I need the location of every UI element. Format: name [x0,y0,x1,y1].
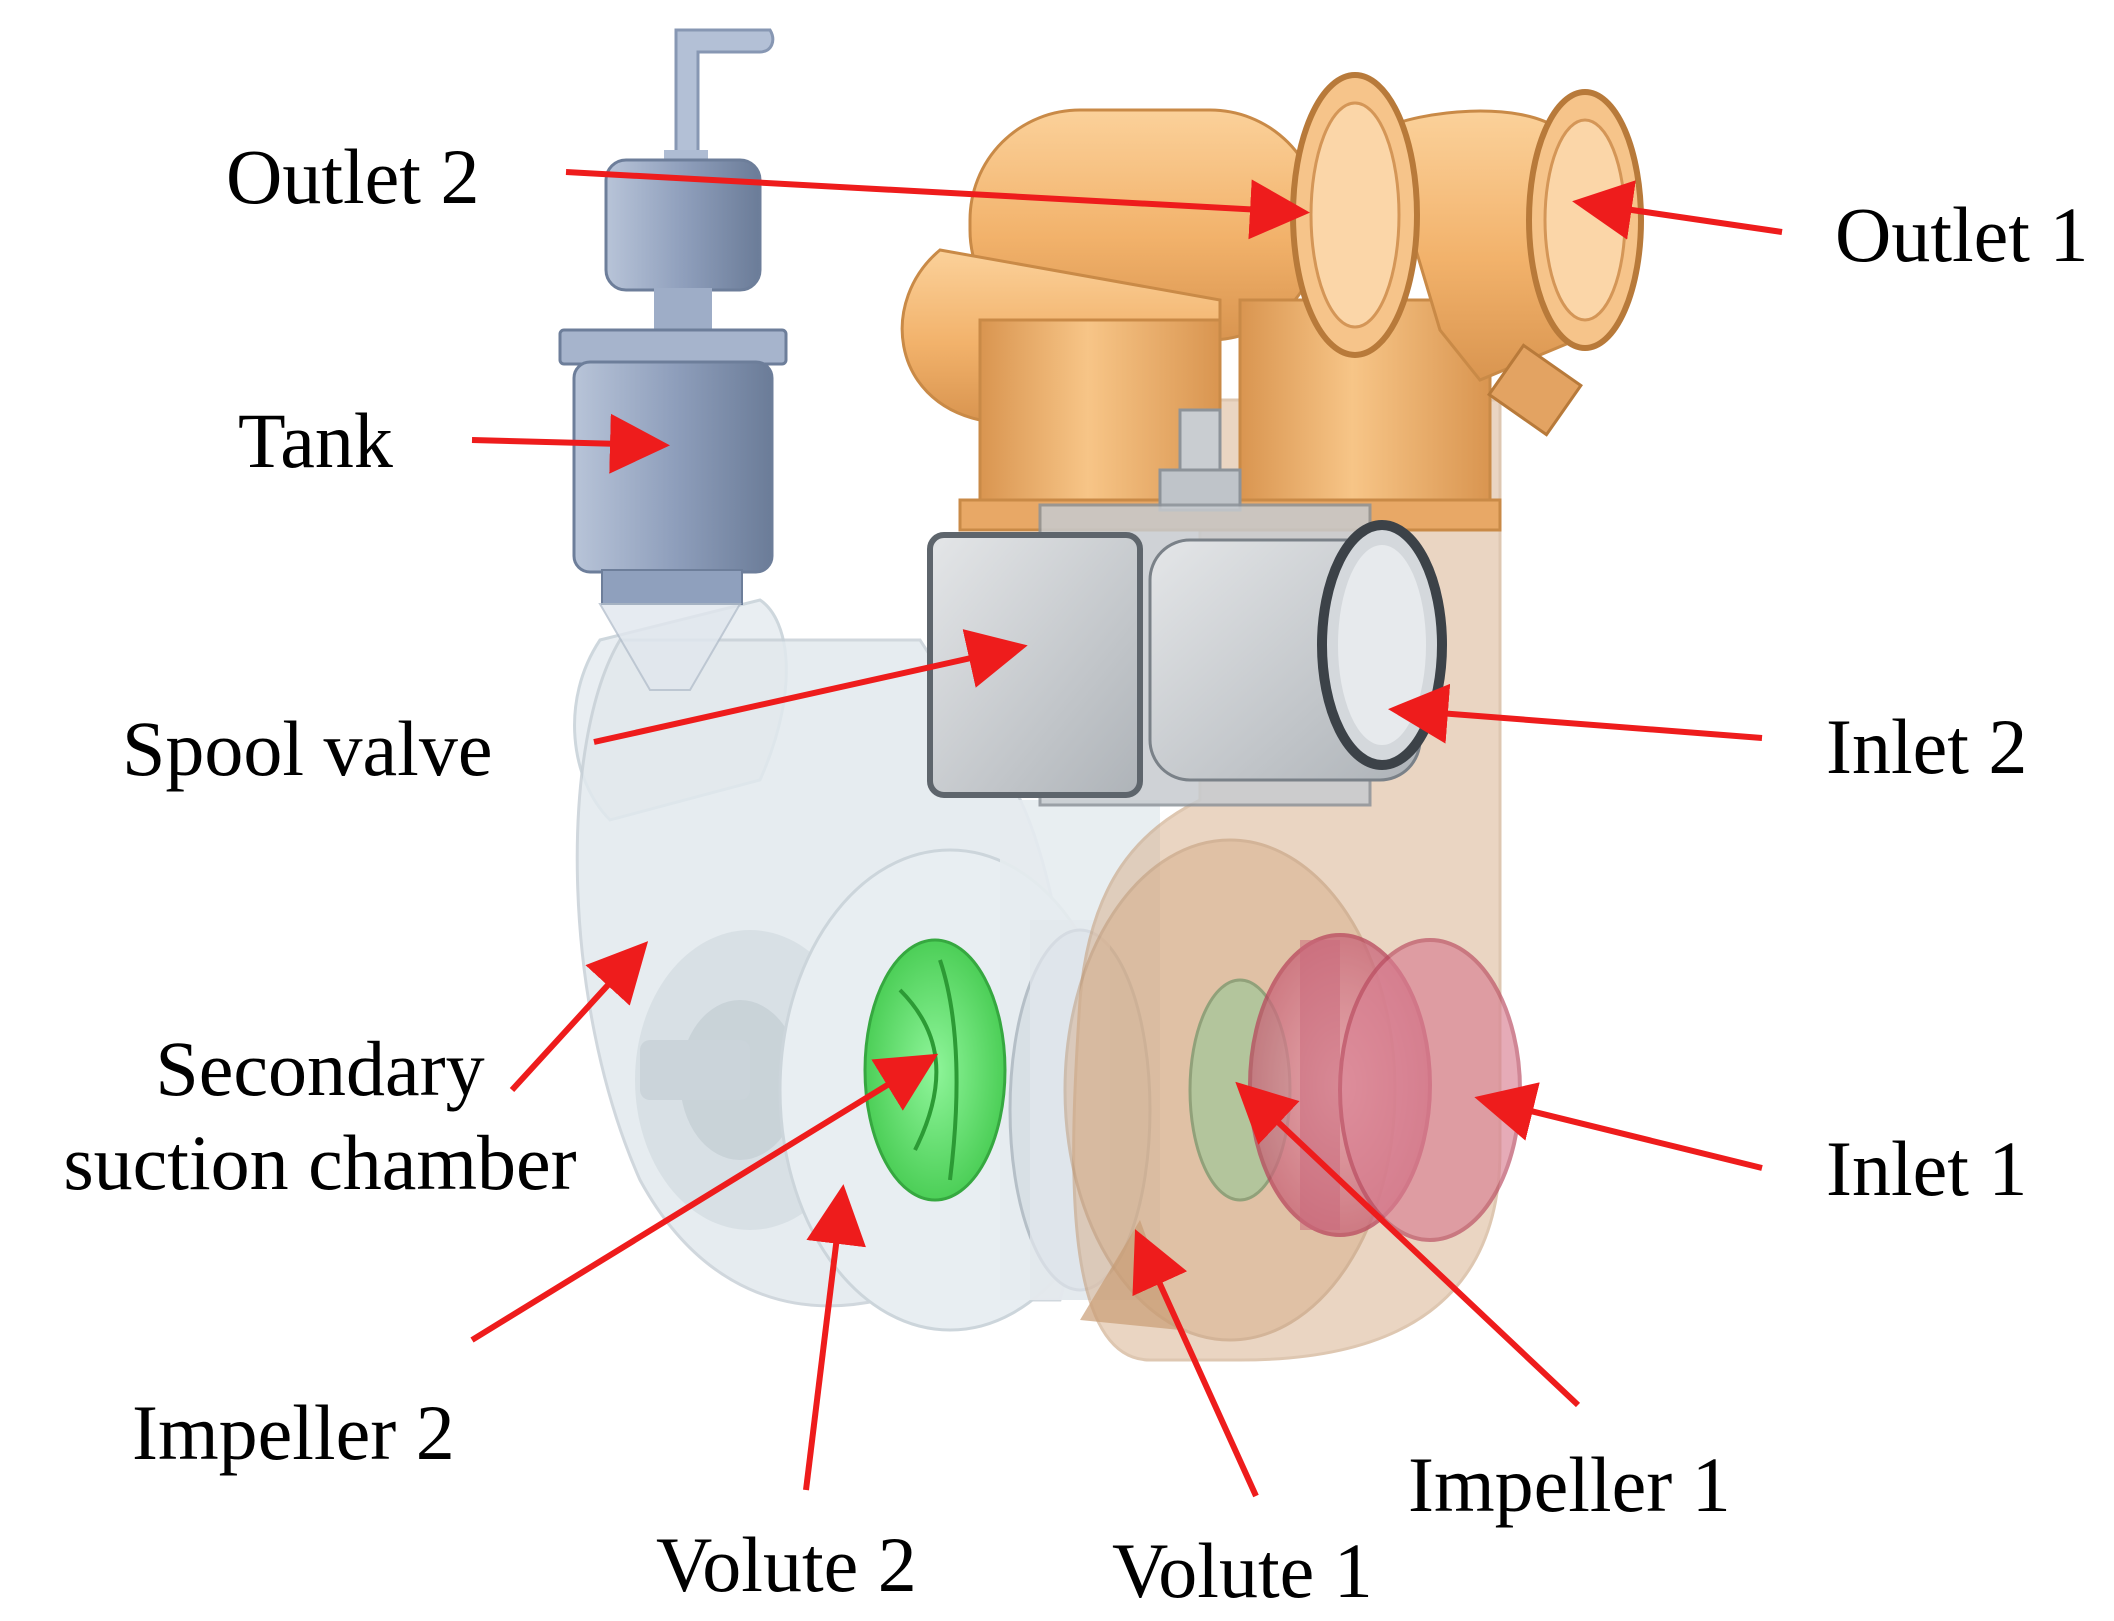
arrow-spool-valve [593,629,1028,745]
arrow-impeller2 [470,1053,939,1343]
label-secondary-line1: Secondary [155,1025,485,1112]
inlet-1 [1248,933,1522,1242]
label-secondary-line2: suction chamber [63,1119,577,1206]
label-outlet-1: Outlet 1 [1835,191,2089,278]
label-volute-1: Volute 1 [1112,1527,1373,1614]
label-inlet-2: Inlet 2 [1826,703,2028,790]
impeller-2 [863,938,1007,1202]
arrow-inlet1 [1474,1082,1763,1171]
leader-arrows [470,169,1783,1498]
arrow-outlet1 [1572,180,1783,240]
arrow-impeller1 [1235,1081,1581,1408]
spool-valve [927,408,1447,807]
label-spool-valve: Spool valve [122,705,493,792]
label-inlet-1: Inlet 1 [1826,1125,2028,1212]
arrow-outlet2 [565,169,1310,240]
label-impeller-1: Impeller 1 [1408,1441,1731,1528]
tank [558,28,788,691]
arrow-secondary [509,941,649,1093]
label-tank: Tank [238,397,393,484]
label-outlet-2: Outlet 2 [226,133,480,220]
label-volute-2: Volute 2 [656,1521,917,1608]
label-secondary-suction-chamber: Secondary suction chamber [20,1030,620,1202]
arrow-volute2 [803,1184,866,1491]
outlet-pipes [900,72,1644,532]
label-impeller-2: Impeller 2 [132,1389,455,1476]
arrow-inlet2 [1388,683,1763,744]
arrow-tank [471,413,670,474]
arrow-volute1 [1132,1229,1259,1498]
